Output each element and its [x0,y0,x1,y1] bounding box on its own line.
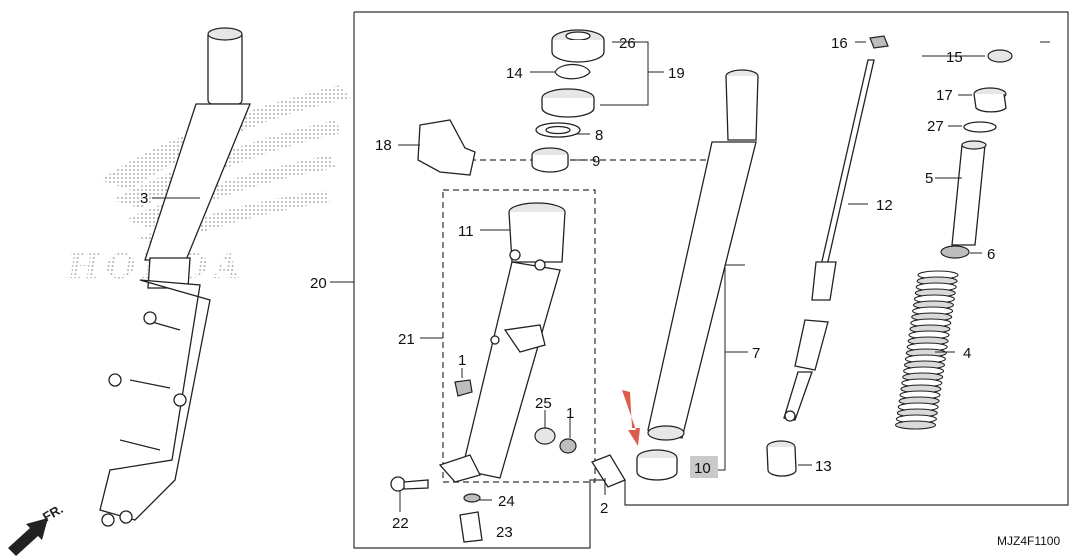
diagram-code: MJZ4F1100 [997,534,1060,548]
callout-4: 4 [963,345,971,362]
callout-18: 18 [375,137,392,154]
callout-24: 24 [498,493,515,510]
callout-14: 14 [506,65,523,82]
callout-7: 7 [752,345,760,362]
cap-and-spring-parts [869,35,1013,259]
assembled-fork-drawing [99,27,251,527]
spring-coil [894,420,937,430]
fork-spring-part-4 [894,270,959,430]
callout-21: 21 [398,331,415,348]
callout-11: 11 [458,223,474,240]
front-direction-arrow: FR. [8,501,66,556]
callout-22: 22 [392,515,409,532]
callout-19: 19 [668,65,685,82]
fork-slider-drawing [438,202,566,483]
callout-20: 20 [310,275,327,292]
callout-3: 3 [140,190,148,207]
fork-slider-subframe [442,189,596,483]
highlight-arrow [622,390,640,446]
callout-26: 26 [619,35,636,52]
callout-12: 12 [876,197,893,214]
callout-5: 5 [925,170,933,187]
callout-25: 25 [535,395,552,412]
callout-2: 2 [600,500,608,517]
callout-6: 6 [987,246,995,263]
top-bearing-stack [531,29,605,173]
callout-8: 8 [595,127,603,144]
callout-15: 15 [946,49,963,66]
callout-27: 27 [927,118,944,135]
small-hardware [390,379,626,543]
callout-1b: 1 [566,405,574,422]
callout-13: 13 [815,458,832,475]
callout-17: 17 [936,87,953,104]
callout-1a: 1 [458,352,466,369]
callout-10-highlight [690,456,718,478]
callout-leaders [152,41,1050,512]
fork-pipe-drawing [647,69,759,441]
fork-cover-part [417,119,476,176]
damper-rod-drawing [783,59,875,422]
callout-23: 23 [496,524,513,541]
bushing-part-10 [636,449,678,481]
callout-9: 9 [592,153,600,170]
callout-10: 10 [694,460,711,477]
rebound-part-13 [766,440,797,477]
callout-16: 16 [831,35,848,52]
